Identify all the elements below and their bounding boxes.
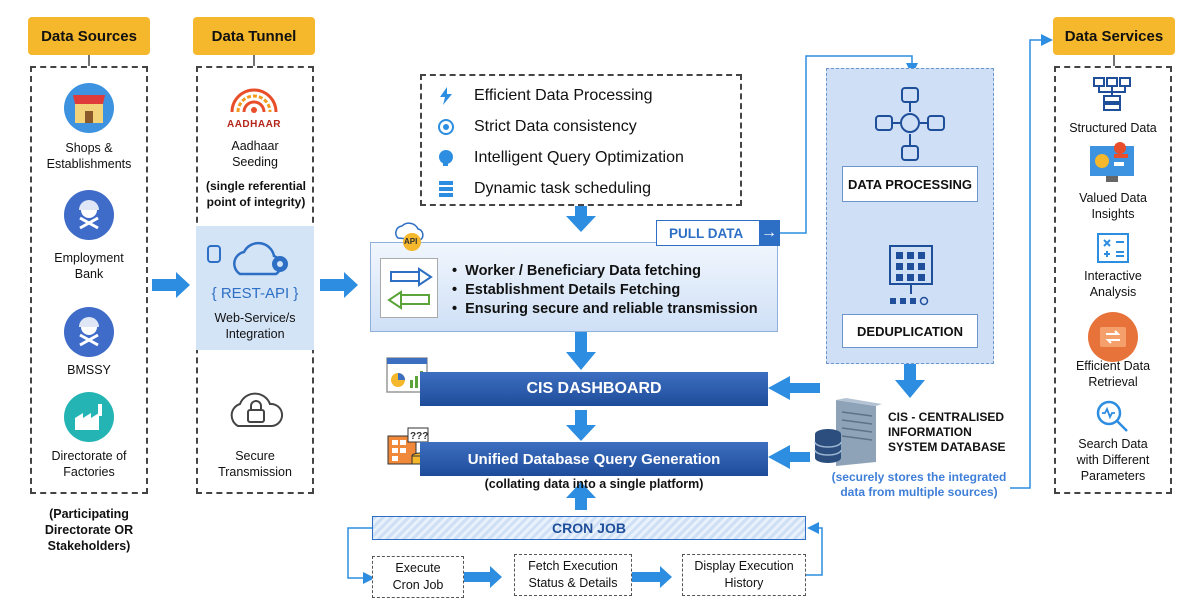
api-badge-text: API (404, 237, 418, 246)
cron-job-label: CRON JOB (552, 520, 626, 536)
structure-icon (1092, 76, 1132, 121)
header-data-tunnel: Data Tunnel (193, 17, 315, 55)
cis-db-title: CIS - CENTRALISED INFORMATION SYSTEM DAT… (888, 410, 1006, 454)
api-bullet: • Worker / Beneficiary Data fetching (452, 263, 701, 279)
cron-step: Display Execution History (682, 554, 806, 596)
target-icon (436, 117, 456, 137)
header-data-sources: Data Sources (28, 17, 150, 55)
unified-query-bar: Unified Database Query Generation (420, 442, 768, 476)
aadhaar-note: (single referential point of integrity) (205, 179, 307, 209)
api-bullet-text: Establishment Details Fetching (465, 282, 681, 298)
feature-label: Dynamic task scheduling (474, 180, 651, 197)
web-service-label: Web-Service/s Integration (214, 311, 296, 341)
analysis-icon (1096, 232, 1130, 269)
rest-api-label: { REST-API } (211, 285, 299, 302)
service-label: Structured Data (1069, 121, 1157, 135)
aadhaar-logo: AADHAAR (224, 82, 284, 132)
service-label: Valued Data Insights (1079, 191, 1147, 221)
cloud-gear-icon (204, 234, 304, 289)
bolt-icon (436, 86, 456, 106)
cis-db-note: (securely stores the integrated data fro… (831, 470, 1007, 499)
data-sources-panel (30, 66, 148, 494)
aadhaar-label: Aadhaar Seeding (231, 139, 279, 169)
cron-step: Execute Cron Job (372, 556, 464, 598)
svg-text:???: ??? (410, 431, 428, 442)
source-label: Employment Bank (54, 251, 124, 281)
brain-icon (436, 148, 456, 168)
service-label: Interactive Analysis (1084, 269, 1142, 299)
arrow-right-icon: → (759, 220, 779, 246)
api-bullet-text: Ensuring secure and reliable transmissio… (465, 301, 758, 317)
cis-dashboard-bar: CIS DASHBOARD (420, 372, 768, 406)
worker-icon (64, 190, 114, 240)
cron-job-bar: CRON JOB (372, 516, 806, 540)
api-bullet: • Ensuring secure and reliable transmiss… (452, 301, 758, 317)
source-label: Directorate of Factories (51, 449, 127, 479)
feature-label: Efficient Data Processing (474, 87, 653, 104)
lock-cloud-icon (226, 386, 286, 437)
server-database-icon (812, 396, 884, 468)
deduplication-label: DEDUPLICATION (857, 323, 963, 339)
data-processing-box: DATA PROCESSING (842, 166, 978, 202)
service-label: Search Data with Different Parameters (1076, 437, 1150, 483)
deduplication-box: DEDUPLICATION (842, 314, 978, 348)
aadhaar-logo-text: AADHAAR (226, 119, 282, 130)
feature-item: Intelligent Query Optimization (436, 148, 684, 168)
api-bullet: • Establishment Details Fetching (452, 282, 681, 298)
insights-icon (1088, 142, 1136, 191)
unified-subtitle: (collating data into a single platform) (484, 477, 704, 491)
features-panel (420, 74, 742, 206)
data-processing-label: DATA PROCESSING (848, 176, 972, 192)
shop-icon (64, 83, 114, 133)
dedup-icon (884, 244, 938, 313)
feature-item: Dynamic task scheduling (436, 179, 651, 199)
transfer-icon (380, 258, 438, 318)
pull-data-box: PULL DATA → (656, 220, 780, 246)
feature-item: Efficient Data Processing (436, 86, 652, 106)
sources-footer: (Participating Directorate OR Stakeholde… (44, 507, 134, 553)
data-services-panel (1054, 66, 1172, 494)
cron-step: Fetch Execution Status & Details (514, 554, 632, 596)
feature-item: Strict Data consistency (436, 117, 637, 137)
factory-icon (64, 392, 114, 442)
api-bullets: • Worker / Beneficiary Data fetching • E… (452, 262, 758, 319)
api-badge-icon: API (392, 222, 426, 252)
feature-label: Intelligent Query Optimization (474, 149, 684, 166)
server-icon (436, 179, 456, 199)
api-box (370, 242, 778, 332)
retrieval-icon (1088, 312, 1138, 362)
gear-database-icon (874, 86, 946, 167)
api-bullet-text: Worker / Beneficiary Data fetching (465, 263, 701, 279)
source-label: Shops & Establishments (46, 141, 132, 171)
search-icon (1094, 398, 1130, 439)
feature-label: Strict Data consistency (474, 118, 637, 135)
worker-icon (64, 307, 114, 357)
header-data-services: Data Services (1053, 17, 1175, 55)
source-label: BMSSY (67, 363, 111, 377)
service-label: Efficient Data Retrieval (1075, 359, 1151, 389)
pull-data-label: PULL DATA (669, 225, 744, 241)
secure-label: Secure Transmission (218, 449, 292, 479)
